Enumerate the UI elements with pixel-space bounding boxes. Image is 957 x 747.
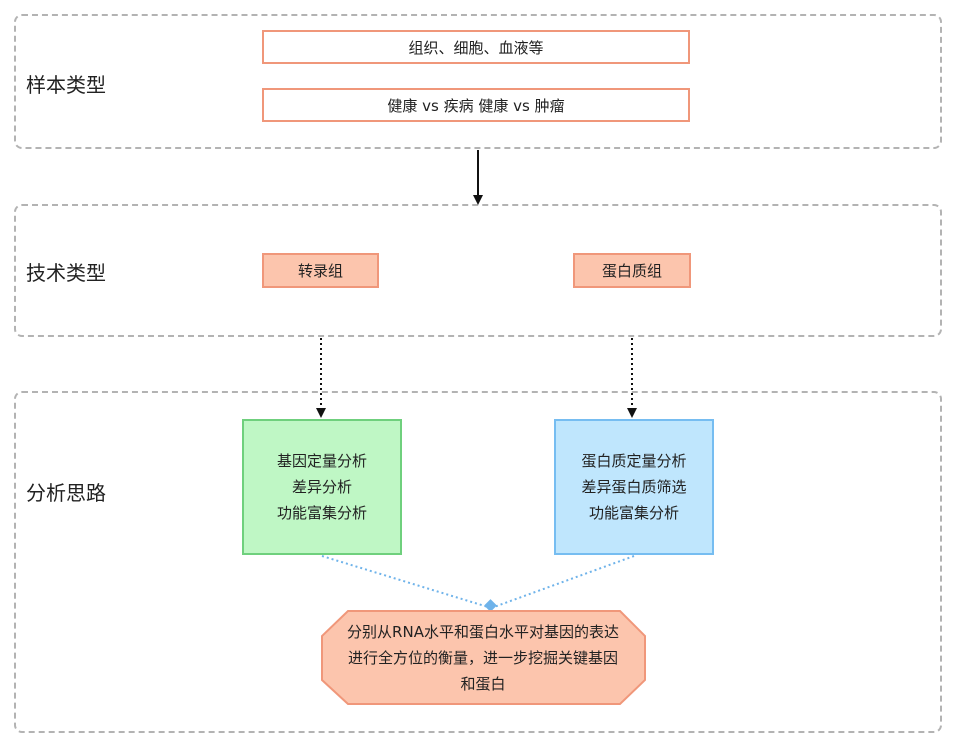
transcriptome-analysis-line: 差异分析	[291, 478, 352, 496]
sample-source-box: 组织、细胞、血液等	[262, 30, 690, 64]
proteome-analysis-line: 差异蛋白质筛选	[581, 478, 687, 496]
conclusion-line: 分别从RNA水平和蛋白水平对基因的表达	[347, 623, 619, 641]
conclusion-line: 和蛋白	[460, 675, 506, 693]
proteome-analysis-line: 功能富集分析	[588, 504, 679, 522]
proteome-analysis-line: 蛋白质定量分析	[581, 452, 687, 470]
transcriptome-analysis-line: 功能富集分析	[276, 504, 367, 522]
proteome-analysis-to-conclusion-connector	[493, 555, 635, 608]
conclusion-line: 进行全方位的衡量，进一步挖掘关键基因	[347, 649, 618, 667]
analysis-label: 分析思路	[26, 481, 106, 505]
analysis-section	[14, 391, 942, 733]
conclusion-octagon	[321, 610, 646, 705]
sample-type-label: 样本类型	[26, 73, 106, 97]
sample-comparison-box: 健康 vs 疾病 健康 vs 肿瘤	[262, 88, 690, 122]
transcriptome-analysis-box: 基因定量分析 差异分析 功能富集分析	[242, 419, 402, 555]
proteome-analysis-box: 蛋白质定量分析 差异蛋白质筛选 功能富集分析	[554, 419, 714, 555]
conclusion-text: 分别从RNA水平和蛋白水平对基因的表达 进行全方位的衡量，进一步挖掘关键基因 和…	[326, 613, 640, 703]
tech-type-label: 技术类型	[26, 261, 106, 285]
transcriptome-analysis-to-conclusion-connector	[321, 555, 489, 608]
sample-type-section	[14, 14, 942, 149]
transcriptome-box: 转录组	[262, 253, 379, 288]
connector-junction-diamond	[484, 599, 497, 612]
tech-type-section	[14, 204, 942, 337]
proteome-box: 蛋白质组	[573, 253, 691, 288]
transcriptome-analysis-line: 基因定量分析	[276, 452, 367, 470]
